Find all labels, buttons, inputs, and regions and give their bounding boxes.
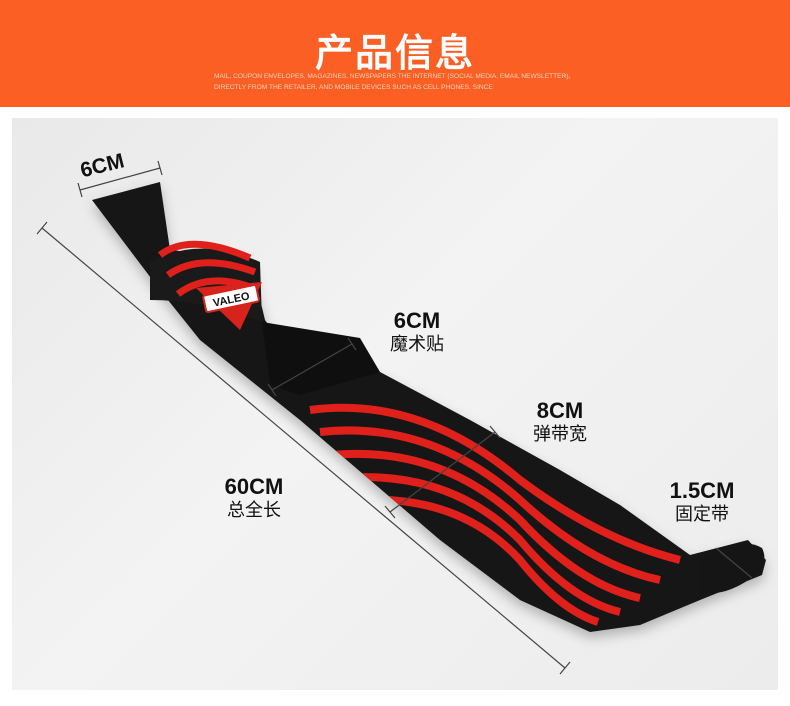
velcro-label: 6CM 魔术贴 (382, 308, 452, 356)
banner-title: 产品信息 (314, 31, 475, 75)
total-length-line (41, 227, 566, 669)
loop-caption: 固定带 (675, 504, 729, 525)
thumb-loop (700, 543, 765, 594)
banner-subtitle-line-2: DIRECTLY FROM THE RETAILER, AND MOBILE D… (214, 84, 493, 91)
velcro-caption: 魔术贴 (390, 334, 444, 355)
elastic-line (389, 431, 496, 513)
loop-label: 1.5CM 固定带 (662, 478, 742, 526)
velcro-line (271, 343, 353, 391)
elastic-caption: 弹带宽 (533, 424, 587, 445)
elastic-stripes (309, 403, 681, 626)
total-length-label: 60CM 总全长 (210, 474, 298, 522)
elastic-label: 8CM 弹带宽 (522, 398, 598, 446)
banner-subtitle: MAIL, COUPON ENVELOPES, MAGAZINES, NEWSP… (214, 71, 614, 93)
brand-logo: VALEO (196, 282, 262, 330)
measurement-lines (36, 160, 753, 675)
total-length-size: 60CM (224, 474, 284, 499)
width-line (79, 167, 161, 191)
velcro-band (262, 322, 380, 395)
header-banner: 产品信息 MAIL, COUPON ENVELOPES, MAGAZINES, … (0, 0, 790, 107)
loop-size: 1.5CM (669, 478, 735, 503)
elastic-size: 8CM (536, 398, 584, 423)
velcro-size: 6CM (393, 308, 441, 333)
loop-line (715, 547, 753, 579)
wrist-wrap-strap (92, 182, 766, 632)
total-length-caption: 总全长 (227, 500, 281, 521)
banner-subtitle-line-1: MAIL, COUPON ENVELOPES, MAGAZINES, NEWSP… (214, 73, 571, 80)
